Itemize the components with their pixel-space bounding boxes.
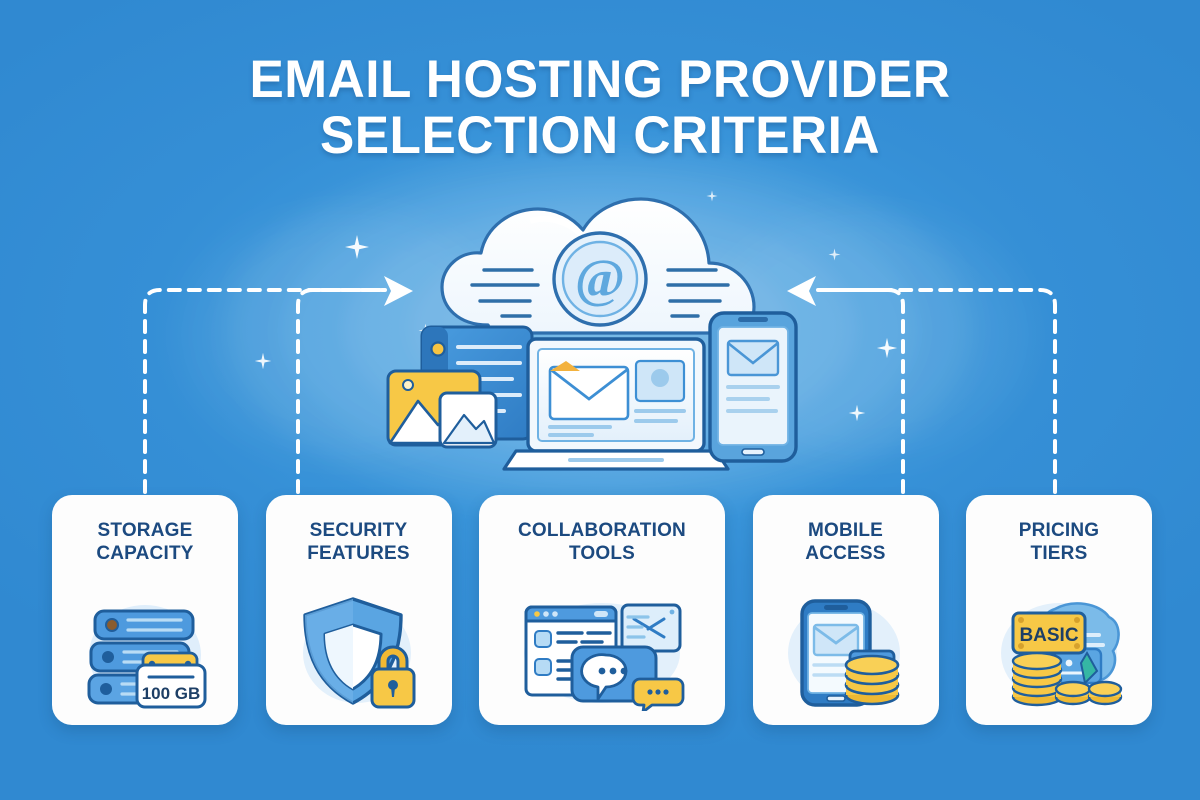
svg-text:@: @	[575, 248, 625, 308]
card-storage-capacity[interactable]: STORAGE CAPACITY	[52, 495, 238, 725]
card-title-line-1: MOBILE	[807, 520, 884, 541]
connector-card-5	[816, 288, 1057, 494]
smartphone-coins-icon	[787, 599, 900, 707]
motion-lines-left	[470, 268, 540, 318]
card-title-line-1: SECURITY	[309, 520, 408, 541]
chat-windows-icon	[524, 603, 685, 711]
card-pricing-tiers[interactable]: PRICING TIERS	[966, 495, 1152, 725]
connector-card-4	[816, 288, 905, 494]
card-title-collaboration-tools: COLLABORATION TOOLS	[489, 519, 715, 565]
motion-lines-right	[666, 268, 730, 318]
card-security-features[interactable]: SECURITY FEATURES	[265, 495, 452, 725]
title-line-1: EMAIL HOSTING PROVIDER	[249, 50, 951, 109]
cloud-email-illustration: @	[386, 197, 798, 471]
card-collaboration-tools[interactable]: COLLABORATION TOOLS	[479, 495, 725, 725]
shield-lock-icon	[302, 597, 415, 709]
smartphone-icon	[708, 311, 798, 463]
card-title-line-1: STORAGE	[97, 520, 193, 541]
criteria-card-row: STORAGE CAPACITY	[52, 495, 1152, 725]
page-title: EMAIL HOSTING PROVIDER SELECTION CRITERI…	[0, 52, 1200, 164]
server-stack-icon: 100 GB	[87, 605, 207, 709]
connector-card-1	[143, 288, 387, 494]
card-title-line-1: PRICING	[1018, 520, 1100, 541]
card-mobile-access[interactable]: MOBILE ACCESS	[752, 495, 939, 725]
card-title-storage-capacity: STORAGE CAPACITY	[59, 519, 230, 565]
card-title-security-features: SECURITY FEATURES	[273, 519, 444, 565]
pricing-tier-label: BASIC	[1019, 625, 1078, 646]
title-line-2: SELECTION CRITERIA	[320, 106, 880, 165]
storage-amount-label: 100 GB	[142, 684, 201, 703]
arrow-right-icon	[384, 276, 413, 306]
card-title-line-2: CAPACITY	[96, 543, 194, 564]
card-title-pricing-tiers: PRICING TIERS	[973, 519, 1144, 565]
connector-card-2	[296, 288, 387, 494]
card-title-line-1: COLLABORATION	[518, 520, 686, 541]
card-title-mobile-access: MOBILE ACCESS	[760, 519, 931, 565]
card-title-line-2: TIERS	[1030, 543, 1088, 564]
coins-wallet-icon: BASIC	[1001, 602, 1123, 707]
at-symbol-badge: @	[552, 231, 648, 327]
photo-attachment-icon	[386, 369, 498, 449]
laptop-icon	[502, 337, 730, 471]
card-title-line-2: ACCESS	[805, 543, 886, 564]
card-title-line-2: FEATURES	[307, 543, 410, 564]
arrow-left-icon	[787, 276, 816, 306]
card-title-line-2: TOOLS	[568, 543, 636, 564]
